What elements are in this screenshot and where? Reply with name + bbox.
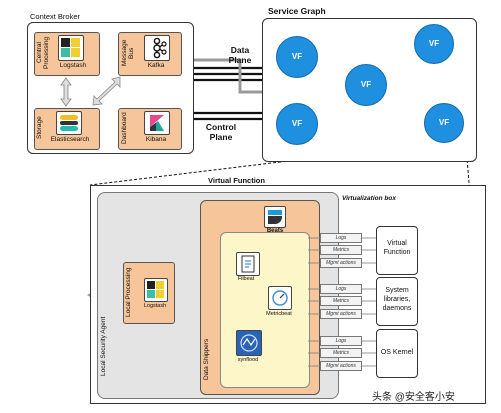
layer-os-kernel: OS Kernel: [376, 329, 418, 378]
filebeat-caption: Filbeat: [237, 276, 255, 282]
metric-logs-3: Logs: [320, 336, 362, 346]
control-plane-link: [193, 111, 262, 121]
vf-node-5[interactable]: VF: [424, 103, 464, 143]
storage-processing-arrow: [60, 77, 72, 107]
kafka-logo: [144, 35, 170, 61]
elasticsearch-caption: Elasticsearch: [50, 136, 90, 143]
metric-logs-2: Logs: [320, 284, 362, 294]
data-plane-label: Data Plane: [228, 45, 252, 65]
metric-metrics-2: Metrics: [320, 296, 362, 306]
vf-node-1[interactable]: VF: [276, 36, 318, 78]
metric-logs-1: Logs: [320, 233, 362, 243]
filebeat-icon: [236, 252, 260, 276]
layer-virtual-function-label: Virtual Function: [383, 240, 411, 256]
beats-area: [220, 232, 310, 388]
vf-node-2[interactable]: VF: [276, 103, 318, 145]
kibana-caption: Kibana: [145, 136, 167, 143]
service-graph-title: Service Graph: [268, 6, 326, 16]
kafka-storage-arrow: [92, 75, 122, 107]
metric-mgmt-1: Mgmt actions: [320, 258, 362, 268]
kibana-logo: [144, 111, 170, 135]
synflood-caption: synflood: [237, 357, 259, 363]
logstash-logo: [58, 35, 84, 61]
local-logstash-caption: Logstash: [143, 303, 167, 309]
metric-metrics-1: Metrics: [320, 245, 362, 255]
layer-system-libraries-label: System libraries, daemons: [382, 287, 412, 312]
beats-logo: [264, 206, 286, 228]
layer-virtual-function: Virtual Function: [376, 226, 418, 275]
context-broker-title: Context Broker: [30, 12, 81, 21]
kafka-caption: Kafka: [147, 62, 165, 69]
layer-system-libraries: System libraries, daemons: [376, 277, 418, 326]
metricbeat-icon: [268, 286, 292, 310]
control-plane-label: Control Plane: [205, 122, 237, 142]
vf-node-4[interactable]: VF: [414, 24, 454, 64]
virtualization-box-title: Virtualization box: [342, 195, 396, 202]
metric-mgmt-3: Mgmt actions: [320, 361, 362, 371]
data-plane-link: [193, 66, 262, 82]
layer-os-kernel-label: OS Kernel: [380, 349, 414, 356]
beats-caption: Beats: [266, 228, 284, 234]
vf-node-3[interactable]: VF: [345, 64, 387, 106]
logstash-caption: Logstash: [59, 62, 87, 69]
metricbeat-caption: Metricbeat: [266, 311, 292, 317]
metric-metrics-3: Metrics: [320, 348, 362, 358]
virtual-function-title: Virtual Function: [208, 176, 265, 185]
watermark: 头条 @安全客小安: [372, 392, 455, 403]
local-logstash-logo: [144, 278, 168, 302]
metric-mgmt-2: Mgmt actions: [320, 309, 362, 319]
synflood-icon: [236, 330, 262, 356]
elasticsearch-logo: [56, 111, 82, 135]
